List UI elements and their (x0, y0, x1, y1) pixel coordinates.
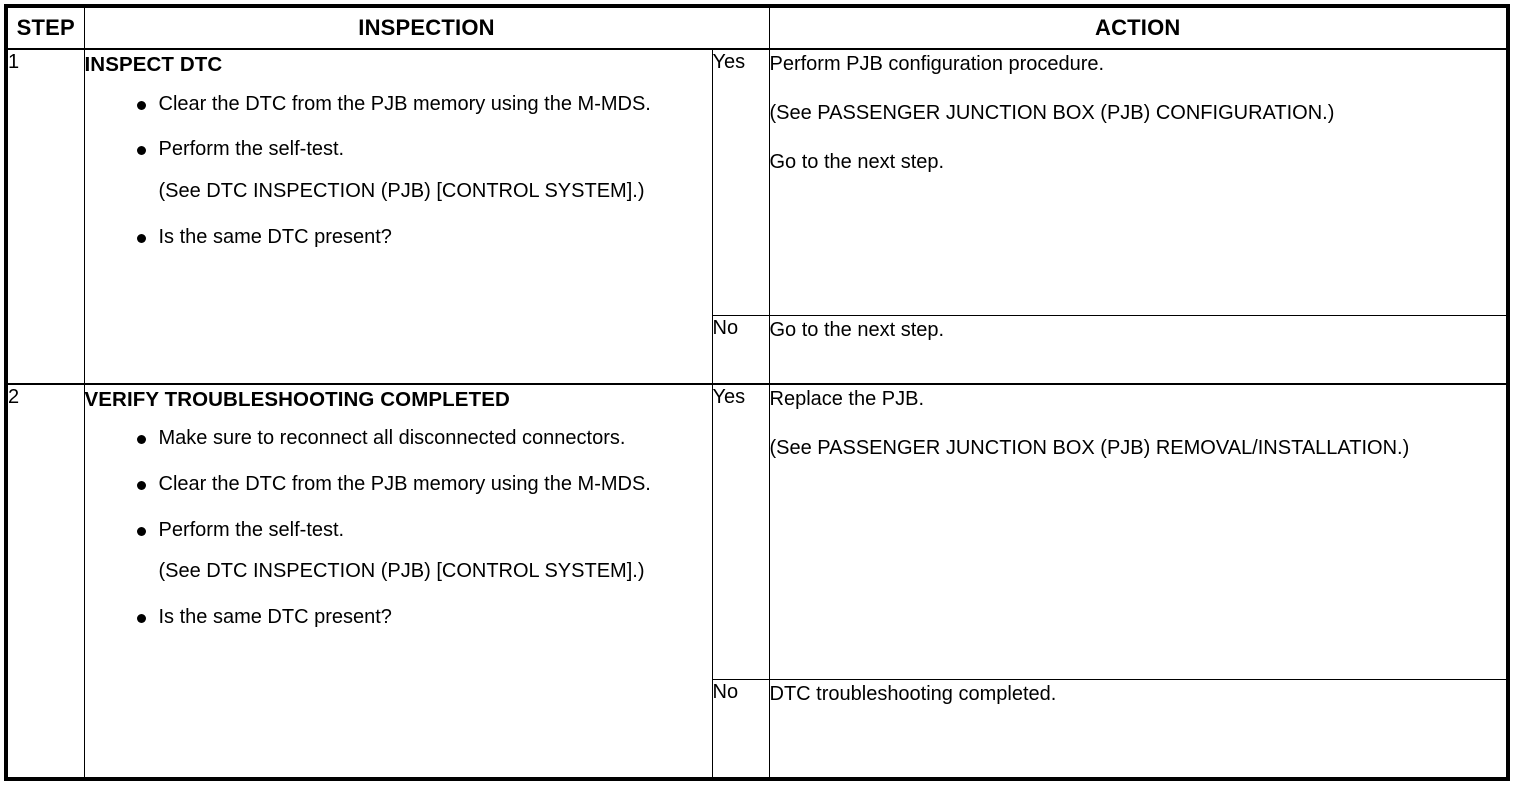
inspection-item-list-step-1: Clear the DTC from the PJB memory using … (85, 90, 712, 252)
table-row-step-1-no: No Go to the next step. (6, 315, 1509, 385)
table-row-step-1-yes: 1 INSPECT DTC Clear the DTC from the PJB… (5, 48, 1509, 385)
step-number-2: 2 (5, 382, 85, 780)
table-row-step-2-yes: 2 VERIFY TROUBLESHOOTING COMPLETED Make … (5, 382, 1509, 780)
list-item: Clear the DTC from the PJB memory using … (85, 90, 712, 120)
column-header-action: ACTION (768, 5, 1509, 50)
inspection-cell-step-1: INSPECT DTC Clear the DTC from the PJB m… (83, 48, 713, 385)
action-paragraph: Go to the next step. (769, 151, 945, 173)
dtc-troubleshooting-table: STEP INSPECTION ACTION 1 INSPECT DTC Cle… (4, 4, 1510, 781)
inspection-item-list-step-2: Make sure to reconnect all disconnected … (85, 424, 712, 632)
outcome-label-step-1-no: No (711, 315, 770, 385)
list-item-reference: (See DTC INSPECTION (PJB) [CONTROL SYSTE… (158, 179, 645, 202)
list-item: Clear the DTC from the PJB memory using … (85, 470, 712, 500)
inspection-title-step-1: INSPECT DTC (84, 53, 223, 76)
outcome-label-step-1-yes: Yes (711, 48, 770, 317)
action-paragraph: Go to the next step. (769, 319, 945, 342)
action-paragraph: Replace the PJB. (769, 387, 925, 410)
list-item-reference: (See DTC INSPECTION (PJB) [CONTROL SYSTE… (158, 560, 645, 583)
action-reference: (See PASSENGER JUNCTION BOX (PJB) REMOVA… (769, 436, 1410, 459)
action-paragraph: DTC troubleshooting completed. (769, 682, 1057, 705)
outcome-label-step-2-yes: Yes (711, 382, 770, 680)
action-cell-step-1-yes: Perform PJB configuration procedure. (Se… (768, 48, 1509, 317)
list-item-question: Is the same DTC present? (85, 603, 712, 633)
list-item: Perform the self-test. (85, 135, 712, 165)
action-cell-step-2-no: DTC troubleshooting completed. (768, 678, 1509, 780)
column-header-inspection: INSPECTION (83, 5, 770, 50)
action-paragraph: Perform PJB configuration procedure. (769, 53, 1105, 75)
list-item: Perform the self-test. (85, 516, 712, 546)
inspection-title-step-2: VERIFY TROUBLESHOOTING COMPLETED (84, 387, 510, 411)
column-header-step: STEP (5, 5, 85, 50)
list-item-question: Is the same DTC present? (85, 223, 712, 253)
outcome-label-step-2-no: No (711, 678, 770, 780)
table-row-step-2-no: No DTC troubleshooting completed. (6, 678, 1509, 780)
inspection-cell-step-2: VERIFY TROUBLESHOOTING COMPLETED Make su… (83, 382, 713, 780)
table-header-row: STEP INSPECTION ACTION (5, 5, 1509, 50)
action-cell-step-1-no: Go to the next step. (768, 315, 1509, 385)
action-cell-step-2-yes: Replace the PJB. (See PASSENGER JUNCTION… (768, 382, 1509, 680)
action-reference: (See PASSENGER JUNCTION BOX (PJB) CONFIG… (769, 102, 1335, 124)
list-item: Make sure to reconnect all disconnected … (85, 424, 712, 454)
step-number-1: 1 (5, 48, 85, 385)
